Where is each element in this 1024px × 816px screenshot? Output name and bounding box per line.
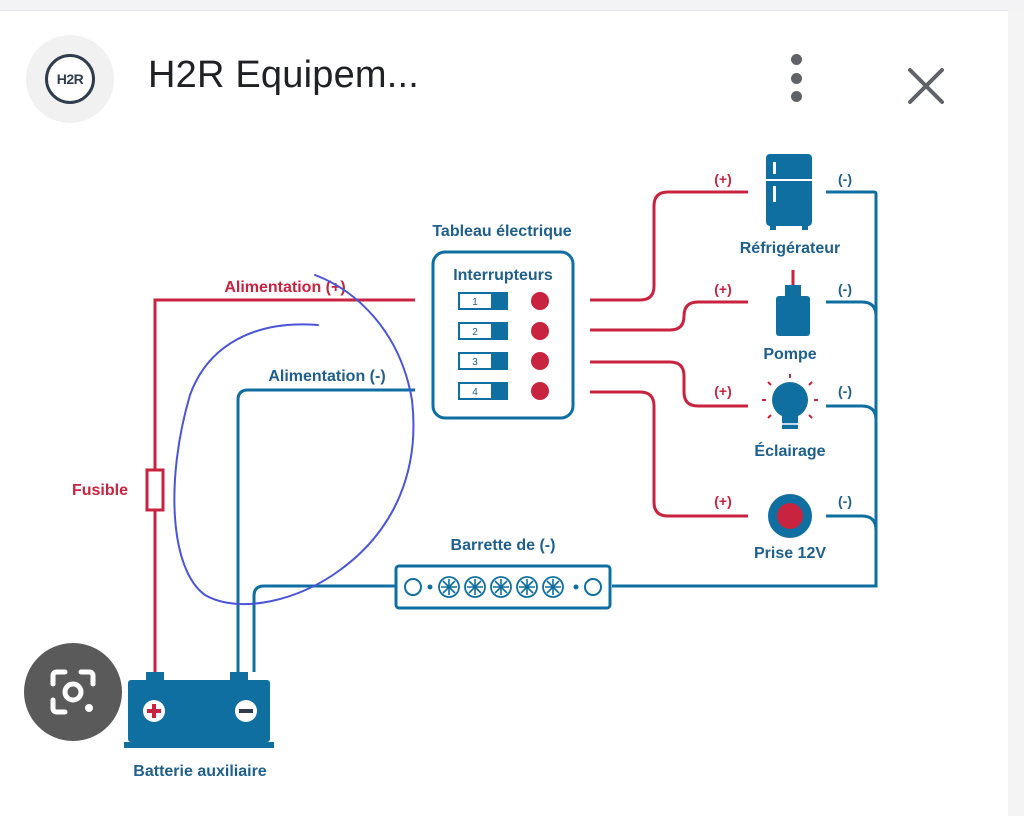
switch-number: 2 <box>472 327 478 338</box>
wire-bar-to-return <box>612 190 878 588</box>
wiring-diagram: Alimentation (+) Alimentation (-) Fusibl… <box>72 154 878 780</box>
wire-light-return <box>826 404 878 421</box>
logo-ring: H2R <box>45 54 95 104</box>
positive-wires <box>153 190 748 672</box>
fridge-positive-label: (+) <box>714 171 732 187</box>
light-label: Éclairage <box>754 441 825 460</box>
light-negative-label: (-) <box>838 383 852 399</box>
socket-label: Prise 12V <box>754 545 826 562</box>
pump-label: Pompe <box>763 346 816 363</box>
more-vert-icon[interactable] <box>780 54 812 102</box>
socket-positive-label: (+) <box>714 493 732 509</box>
switch-4: 4 <box>458 382 549 400</box>
switch-number: 1 <box>472 297 478 308</box>
switch-number: 4 <box>472 387 478 398</box>
lens-search-icon[interactable] <box>24 643 122 741</box>
label-supply-negative: Alimentation (-) <box>268 368 385 385</box>
label-fuse: Fusible <box>72 482 128 499</box>
pump-icon <box>776 270 810 336</box>
wire-socket-return <box>826 514 878 531</box>
lens-glyph <box>50 669 96 715</box>
panel-subtitle: Interrupteurs <box>453 267 553 284</box>
negative-wires <box>236 190 878 672</box>
logo-text: H2R <box>56 71 84 87</box>
fridge-negative-label: (-) <box>838 171 852 187</box>
kebab-dot <box>790 54 802 65</box>
wire-switch1-fridge <box>590 190 748 302</box>
fridge-icon <box>766 154 812 230</box>
battery-icon <box>124 672 274 748</box>
wire-fuse-to-panel <box>153 298 415 470</box>
socket-negative-label: (-) <box>838 493 852 509</box>
switch-2: 2 <box>458 322 549 340</box>
ground-bar-label: Barrette de (-) <box>451 537 556 554</box>
wire-pump-return <box>826 300 878 317</box>
ground-bar <box>394 564 612 610</box>
fuse-symbol <box>145 468 165 512</box>
battery-label: Batterie auxiliaire <box>133 763 267 780</box>
top-status-strip <box>0 0 1024 11</box>
pump-negative-label: (-) <box>838 281 852 297</box>
hand-drawn-circle-annotation <box>173 274 415 606</box>
socket-icon <box>768 494 812 538</box>
switch-number: 3 <box>472 357 478 368</box>
viewer-header: H2R H2R Equipem... <box>0 10 1008 130</box>
light-positive-label: (+) <box>714 383 732 399</box>
right-edge-strip <box>1008 10 1024 816</box>
switch-3: 3 <box>458 352 549 370</box>
wire-switch2-pump <box>590 300 748 332</box>
kebab-dot <box>790 72 802 84</box>
wire-switch3-light <box>590 360 748 408</box>
close-icon[interactable] <box>900 60 952 112</box>
pump-positive-label: (+) <box>714 281 732 297</box>
kebab-dot <box>790 91 802 102</box>
label-supply-positive: Alimentation (+) <box>224 279 345 296</box>
bulb-icon <box>762 374 818 429</box>
wire-supply-negative <box>236 388 415 672</box>
switch-1: 1 <box>458 292 549 310</box>
fridge-label: Réfrigérateur <box>740 240 840 257</box>
panel-title: Tableau électrique <box>432 223 571 240</box>
page-title[interactable]: H2R Equipem... <box>148 54 420 96</box>
site-logo[interactable]: H2R <box>26 35 114 123</box>
wire-switch4-socket <box>590 390 748 518</box>
wire-battery-to-bar <box>252 584 396 672</box>
